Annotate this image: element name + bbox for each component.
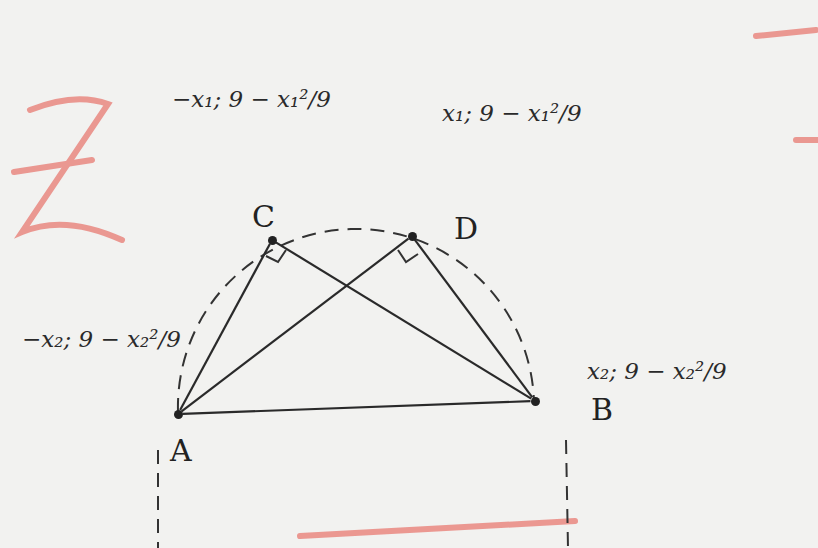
segment-line <box>415 240 533 398</box>
segment-line <box>276 242 531 398</box>
dashed-line <box>157 450 159 548</box>
red-stroke <box>300 521 575 536</box>
segment <box>415 240 533 398</box>
point-dot: D <box>408 232 417 241</box>
coordinate-label: x₁; 9 − x₁²/9 <box>440 100 584 128</box>
red-marks <box>14 30 818 536</box>
coordinate-label: x₂; 9 − x₂²/9 <box>585 358 729 386</box>
point-dot: A <box>174 410 183 419</box>
point-letter: C <box>252 202 275 232</box>
point-letter: B <box>591 395 613 425</box>
point-dot: C <box>268 236 277 245</box>
red-scribble <box>14 160 92 172</box>
point-letter: D <box>454 214 478 244</box>
segment <box>182 239 409 412</box>
coordinate-label: −x₁; 9 − x₁²/9 <box>170 86 333 114</box>
segment-line <box>182 239 409 412</box>
segment <box>182 401 530 414</box>
segment <box>276 242 531 398</box>
dashed-line <box>566 440 568 548</box>
point-dot: B <box>531 397 540 406</box>
circle-arc <box>158 229 568 548</box>
right-angle <box>398 250 418 262</box>
red-stroke <box>756 30 816 36</box>
point-letter: A <box>170 436 192 466</box>
dashed-arc <box>178 229 534 412</box>
red-stroke <box>796 137 818 143</box>
right-angle-marks <box>266 250 418 262</box>
segment <box>180 244 270 410</box>
segment-line <box>182 401 530 414</box>
segment-line <box>180 244 270 410</box>
coordinate-label: −x₂; 9 − x₂²/9 <box>20 326 183 354</box>
right-angle <box>266 250 286 262</box>
